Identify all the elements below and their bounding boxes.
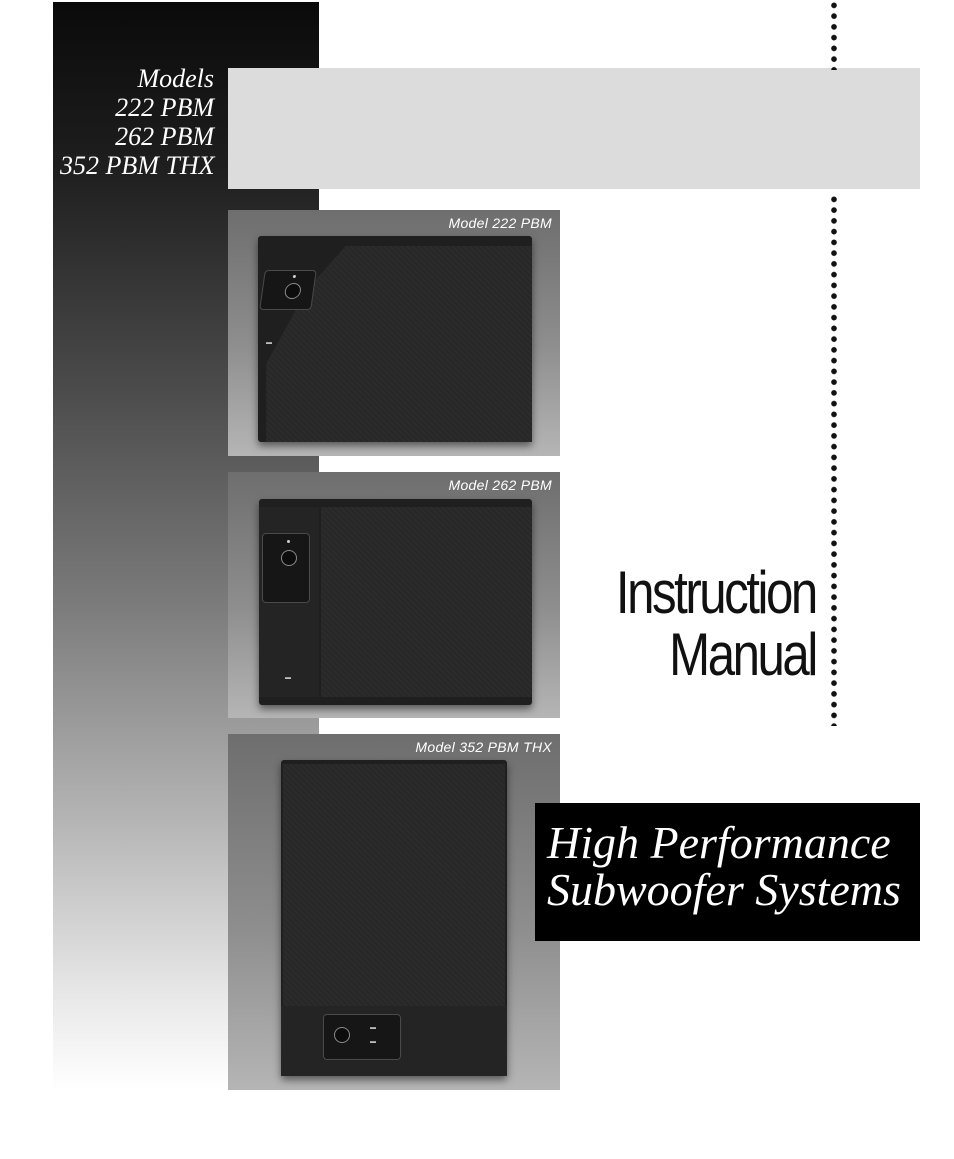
volume-knob-icon xyxy=(334,1027,350,1043)
subtitle: High Performance Subwoofer Systems xyxy=(547,819,901,913)
title-line-1: Instruction xyxy=(616,559,818,626)
volume-knob-icon xyxy=(283,283,302,299)
brand-logo: ▬ xyxy=(285,675,291,681)
models-list: Models 222 PBM 262 PBM 352 PBM THX xyxy=(60,64,215,180)
dotted-line xyxy=(829,0,839,70)
brand-logo: ▬ xyxy=(266,340,272,346)
thx-logo: ▬ xyxy=(370,1039,376,1045)
product-photo-222: Model 222 PBM ▬ xyxy=(228,210,560,456)
dotted-line xyxy=(829,194,839,726)
volume-knob-icon xyxy=(281,550,297,566)
manual-title: Instruction Manual xyxy=(616,559,818,688)
control-panel xyxy=(262,533,310,603)
product-photo-352: Model 352 PBM THX ▬ ▬ xyxy=(228,734,560,1090)
subwoofer-cabinet: ▬ xyxy=(259,499,532,705)
photo-caption: Model 262 PBM xyxy=(448,477,552,493)
power-led-icon xyxy=(287,540,290,543)
control-panel: ▬ ▬ xyxy=(323,1014,401,1060)
subtitle-box: High Performance Subwoofer Systems xyxy=(535,803,920,941)
speaker-grille xyxy=(321,507,532,697)
header-bar xyxy=(228,68,920,189)
control-panel xyxy=(259,270,317,310)
subtitle-line-2: Subwoofer Systems xyxy=(547,864,901,915)
power-led-icon xyxy=(292,275,297,278)
product-photo-262: Model 262 PBM ▬ xyxy=(228,472,560,718)
subwoofer-cabinet: ▬ ▬ xyxy=(281,760,507,1076)
speaker-grille xyxy=(283,764,505,1006)
subwoofer-cabinet: ▬ xyxy=(258,236,532,442)
model-item: 262 PBM xyxy=(115,122,214,151)
model-item: 222 PBM xyxy=(115,93,214,122)
title-line-2: Manual xyxy=(669,621,818,688)
model-item: 352 PBM THX xyxy=(60,151,215,180)
photo-caption: Model 222 PBM xyxy=(448,215,552,231)
photo-caption: Model 352 PBM THX xyxy=(415,739,552,755)
brand-logo: ▬ xyxy=(370,1025,376,1031)
subtitle-line-1: High Performance xyxy=(547,817,891,868)
models-heading: Models xyxy=(137,64,214,93)
